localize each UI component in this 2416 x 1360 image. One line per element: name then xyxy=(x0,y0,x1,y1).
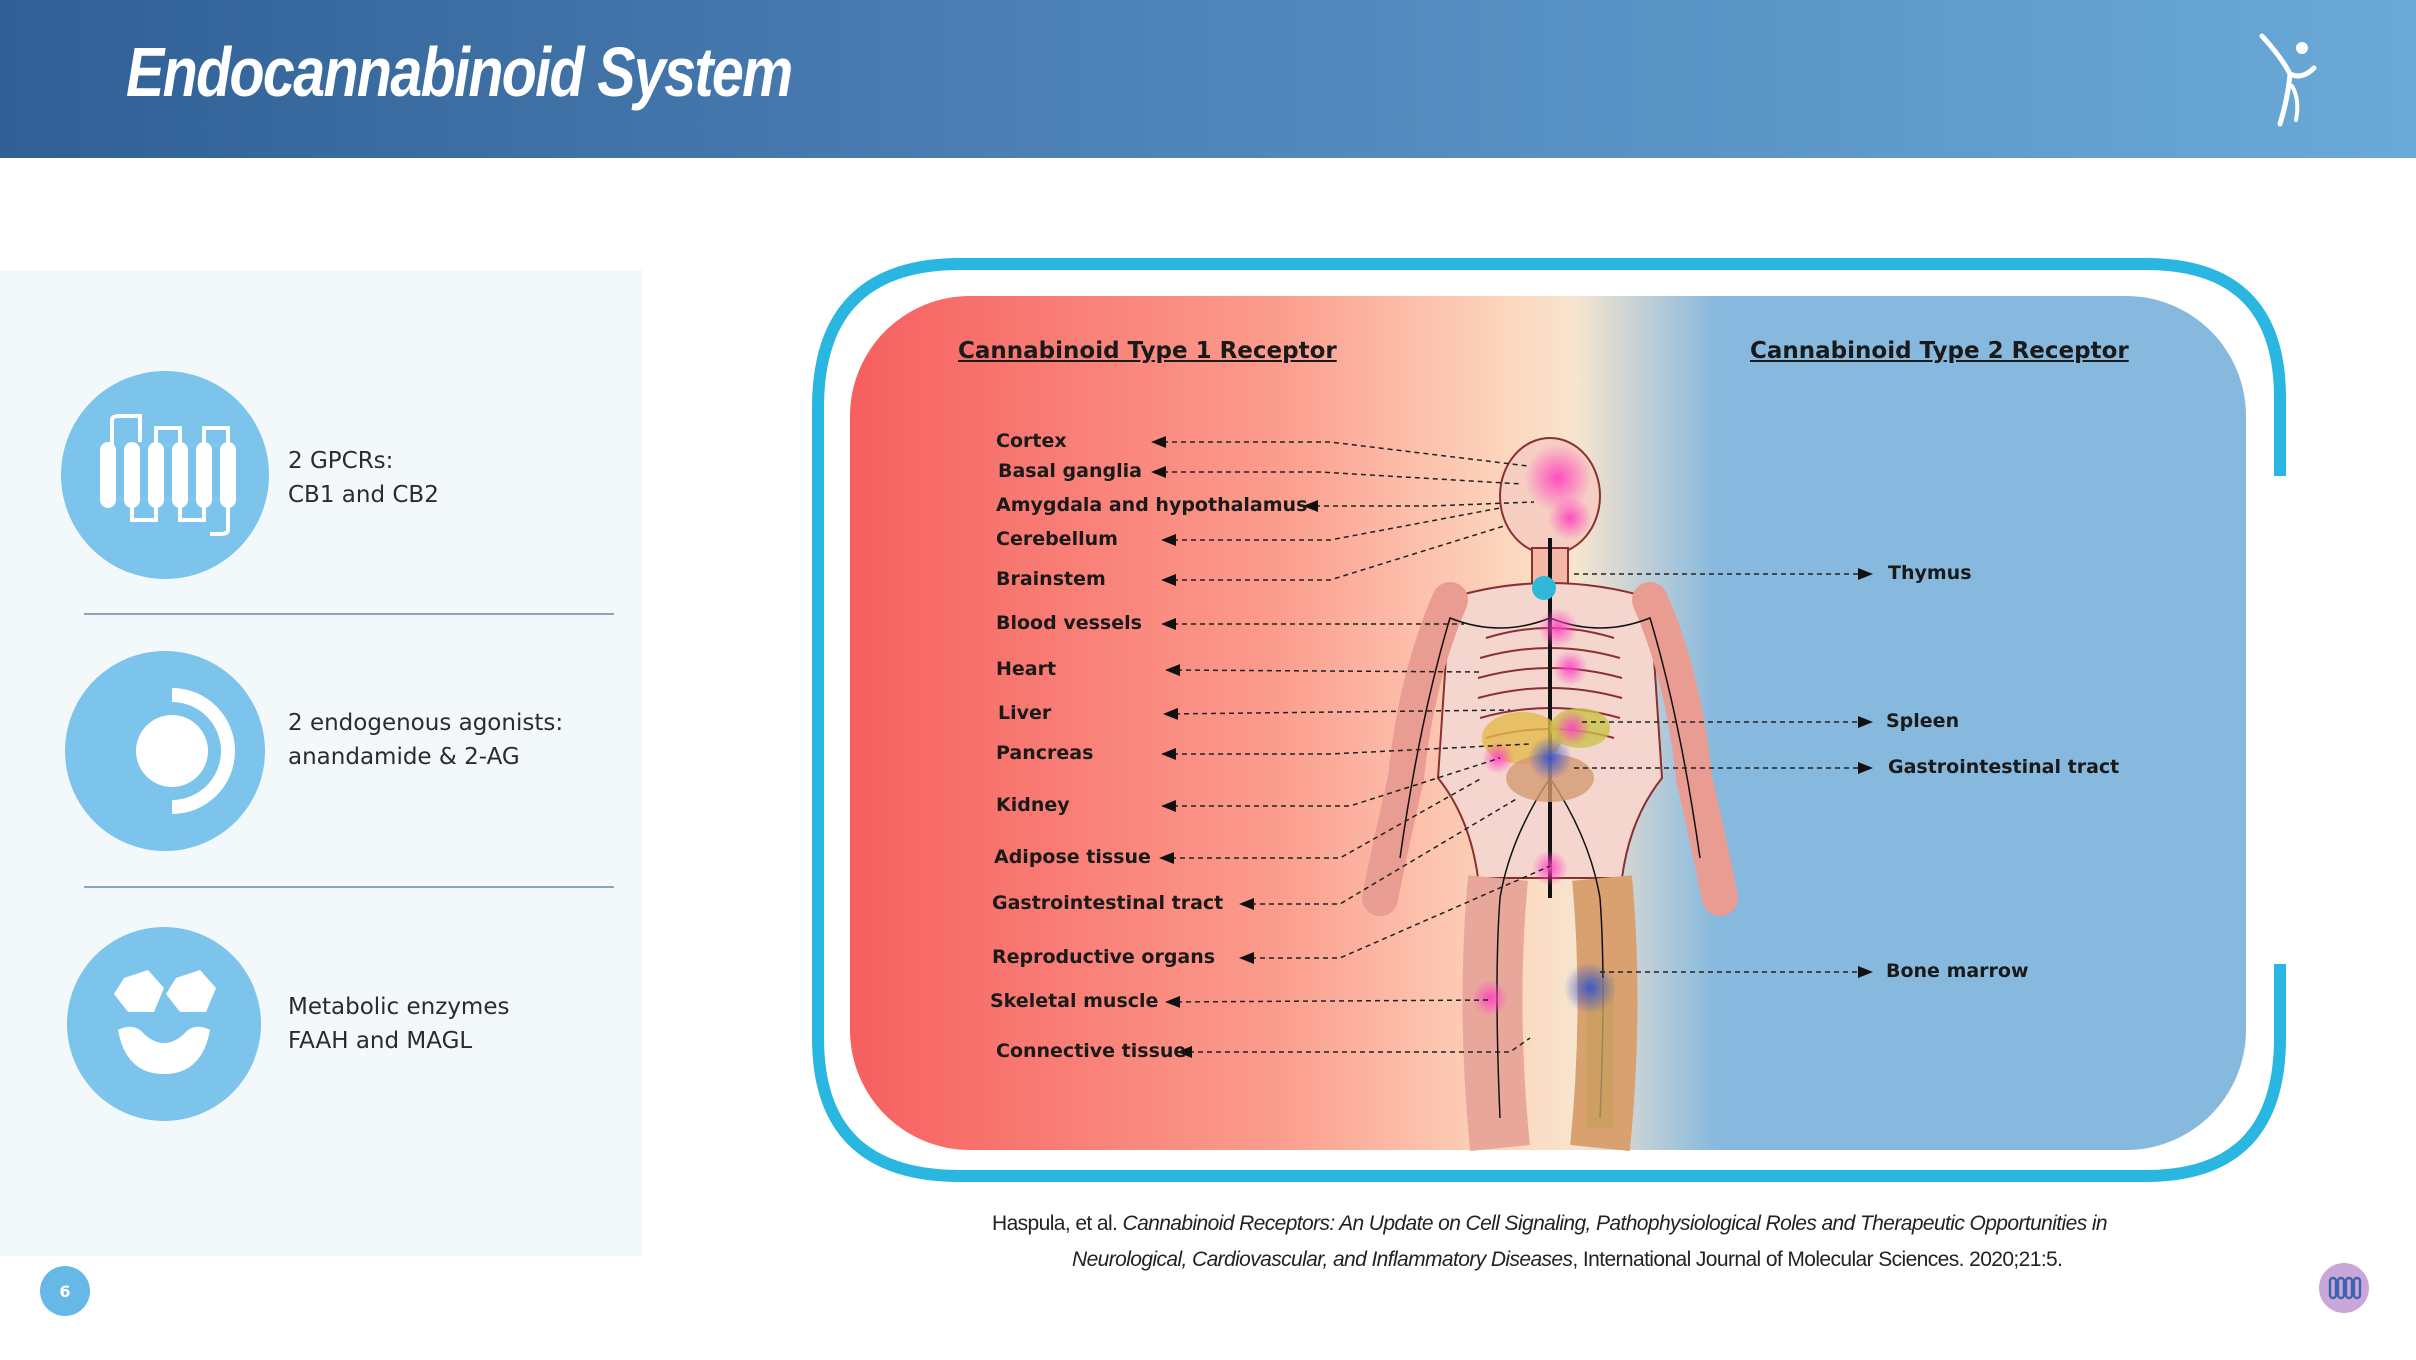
agonist-ligand-icon xyxy=(65,651,265,851)
feature-enzyme-text: Metabolic enzymes FAAH and MAGL xyxy=(288,994,510,1054)
receptor-distribution-diagram: Cannabinoid Type 1 Receptor Cannabinoid … xyxy=(810,258,2290,1188)
cb1-label-liver: Liver xyxy=(998,702,1052,724)
cb1-label-connective: Connective tissue xyxy=(996,1040,1187,1062)
citation-line-1: Haspula, et al. Cannabinoid Receptors: A… xyxy=(992,1212,2108,1235)
cb2-label-gi-tract: Gastrointestinal tract xyxy=(1888,756,2120,778)
cb1-title: Cannabinoid Type 1 Receptor xyxy=(958,338,1337,364)
receptor-badge-icon xyxy=(2319,1263,2369,1313)
cb1-label-blood-vessels: Blood vessels xyxy=(996,612,1142,634)
enzyme-molecule-icon xyxy=(67,927,261,1121)
gpcr-receptor-icon xyxy=(61,371,269,579)
cb1-label-reproductive: Reproductive organs xyxy=(992,946,1216,968)
feature-gpcr-text: 2 GPCRs: CB1 and CB2 xyxy=(288,448,439,508)
cb1-label-heart: Heart xyxy=(996,658,1057,680)
human-body-figure xyxy=(1362,437,1738,1151)
cb1-label-cerebellum: Cerebellum xyxy=(996,528,1118,550)
cb1-label-kidney: Kidney xyxy=(996,794,1070,816)
cb1-label-brainstem: Brainstem xyxy=(996,568,1106,590)
cb2-label-spleen: Spleen xyxy=(1886,710,1960,732)
page-number-badge: 6 xyxy=(40,1266,90,1316)
divider xyxy=(84,613,614,615)
features-panel: 2 GPCRs: CB1 and CB2 2 endogenous agonis… xyxy=(0,270,642,1256)
cb2-label-thymus: Thymus xyxy=(1888,562,1972,584)
dancer-logo-icon xyxy=(2259,33,2317,127)
header-bar: Endocannabinoid System xyxy=(0,0,2416,158)
feature-agonist-text: 2 endogenous agonists: anandamide & 2-AG xyxy=(288,710,564,770)
cb1-label-cortex: Cortex xyxy=(996,430,1067,452)
cb1-label-basal-ganglia: Basal ganglia xyxy=(998,460,1142,482)
cb2-title: Cannabinoid Type 2 Receptor xyxy=(1750,338,2129,364)
cb1-label-gi-tract: Gastrointestinal tract xyxy=(992,892,1224,914)
diagram-graphics xyxy=(812,258,2286,1182)
cb1-label-amygdala: Amygdala and hypothalamus xyxy=(996,494,1308,516)
page-title: Endocannabinoid System xyxy=(126,33,793,111)
cb2-label-bone-marrow: Bone marrow xyxy=(1886,960,2029,982)
cb1-label-skeletal-muscle: Skeletal muscle xyxy=(990,990,1159,1012)
citation-line-2: Neurological, Cardiovascular, and Inflam… xyxy=(1072,1248,2063,1271)
divider xyxy=(84,886,614,888)
cb1-label-pancreas: Pancreas xyxy=(996,742,1094,764)
cb1-label-adipose: Adipose tissue xyxy=(994,846,1151,868)
